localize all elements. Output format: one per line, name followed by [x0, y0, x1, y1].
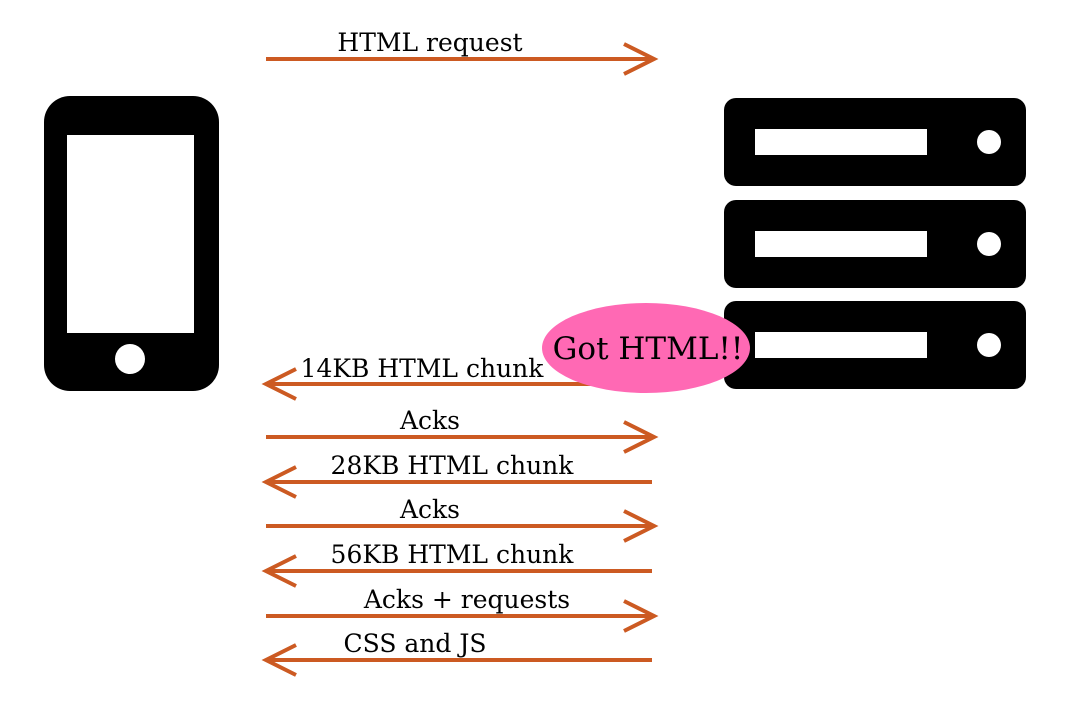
arrow-line	[266, 42, 659, 76]
arrow-line	[261, 465, 652, 499]
arrow-line	[261, 554, 652, 588]
arrow-line	[261, 643, 652, 677]
message-arrow: Acks	[266, 406, 659, 454]
message-label: 28KB HTML chunk	[331, 451, 575, 480]
arrow-line	[261, 367, 600, 401]
arrow-line	[266, 599, 659, 633]
message-label: Acks + requests	[363, 585, 570, 614]
message-arrow: 56KB HTML chunk	[261, 540, 652, 588]
message-label: HTML request	[337, 28, 522, 57]
callout-label: Got HTML!!	[553, 331, 744, 367]
message-arrow: Acks	[266, 495, 659, 543]
arrow-line	[266, 509, 659, 543]
server-unit	[724, 301, 1026, 389]
message-label: 56KB HTML chunk	[331, 540, 575, 569]
message-arrow: 14KB HTML chunk	[261, 354, 600, 401]
message-label: Acks	[399, 495, 460, 524]
message-arrow: Acks + requests	[266, 585, 659, 633]
message-label: CSS and JS	[344, 629, 487, 658]
message-arrow: 28KB HTML chunk	[261, 451, 652, 499]
message-arrow: HTML request	[266, 28, 659, 76]
arrow-line	[266, 420, 659, 454]
message-label: Acks	[399, 406, 460, 435]
server-rack-icon	[724, 98, 1026, 389]
server-unit	[724, 98, 1026, 186]
message-arrow: CSS and JS	[261, 629, 652, 677]
smartphone-icon	[44, 96, 219, 391]
message-label: 14KB HTML chunk	[301, 354, 545, 383]
callout-shape	[542, 303, 750, 393]
callout-bubble: Got HTML!!	[542, 303, 750, 393]
server-unit	[724, 200, 1026, 288]
